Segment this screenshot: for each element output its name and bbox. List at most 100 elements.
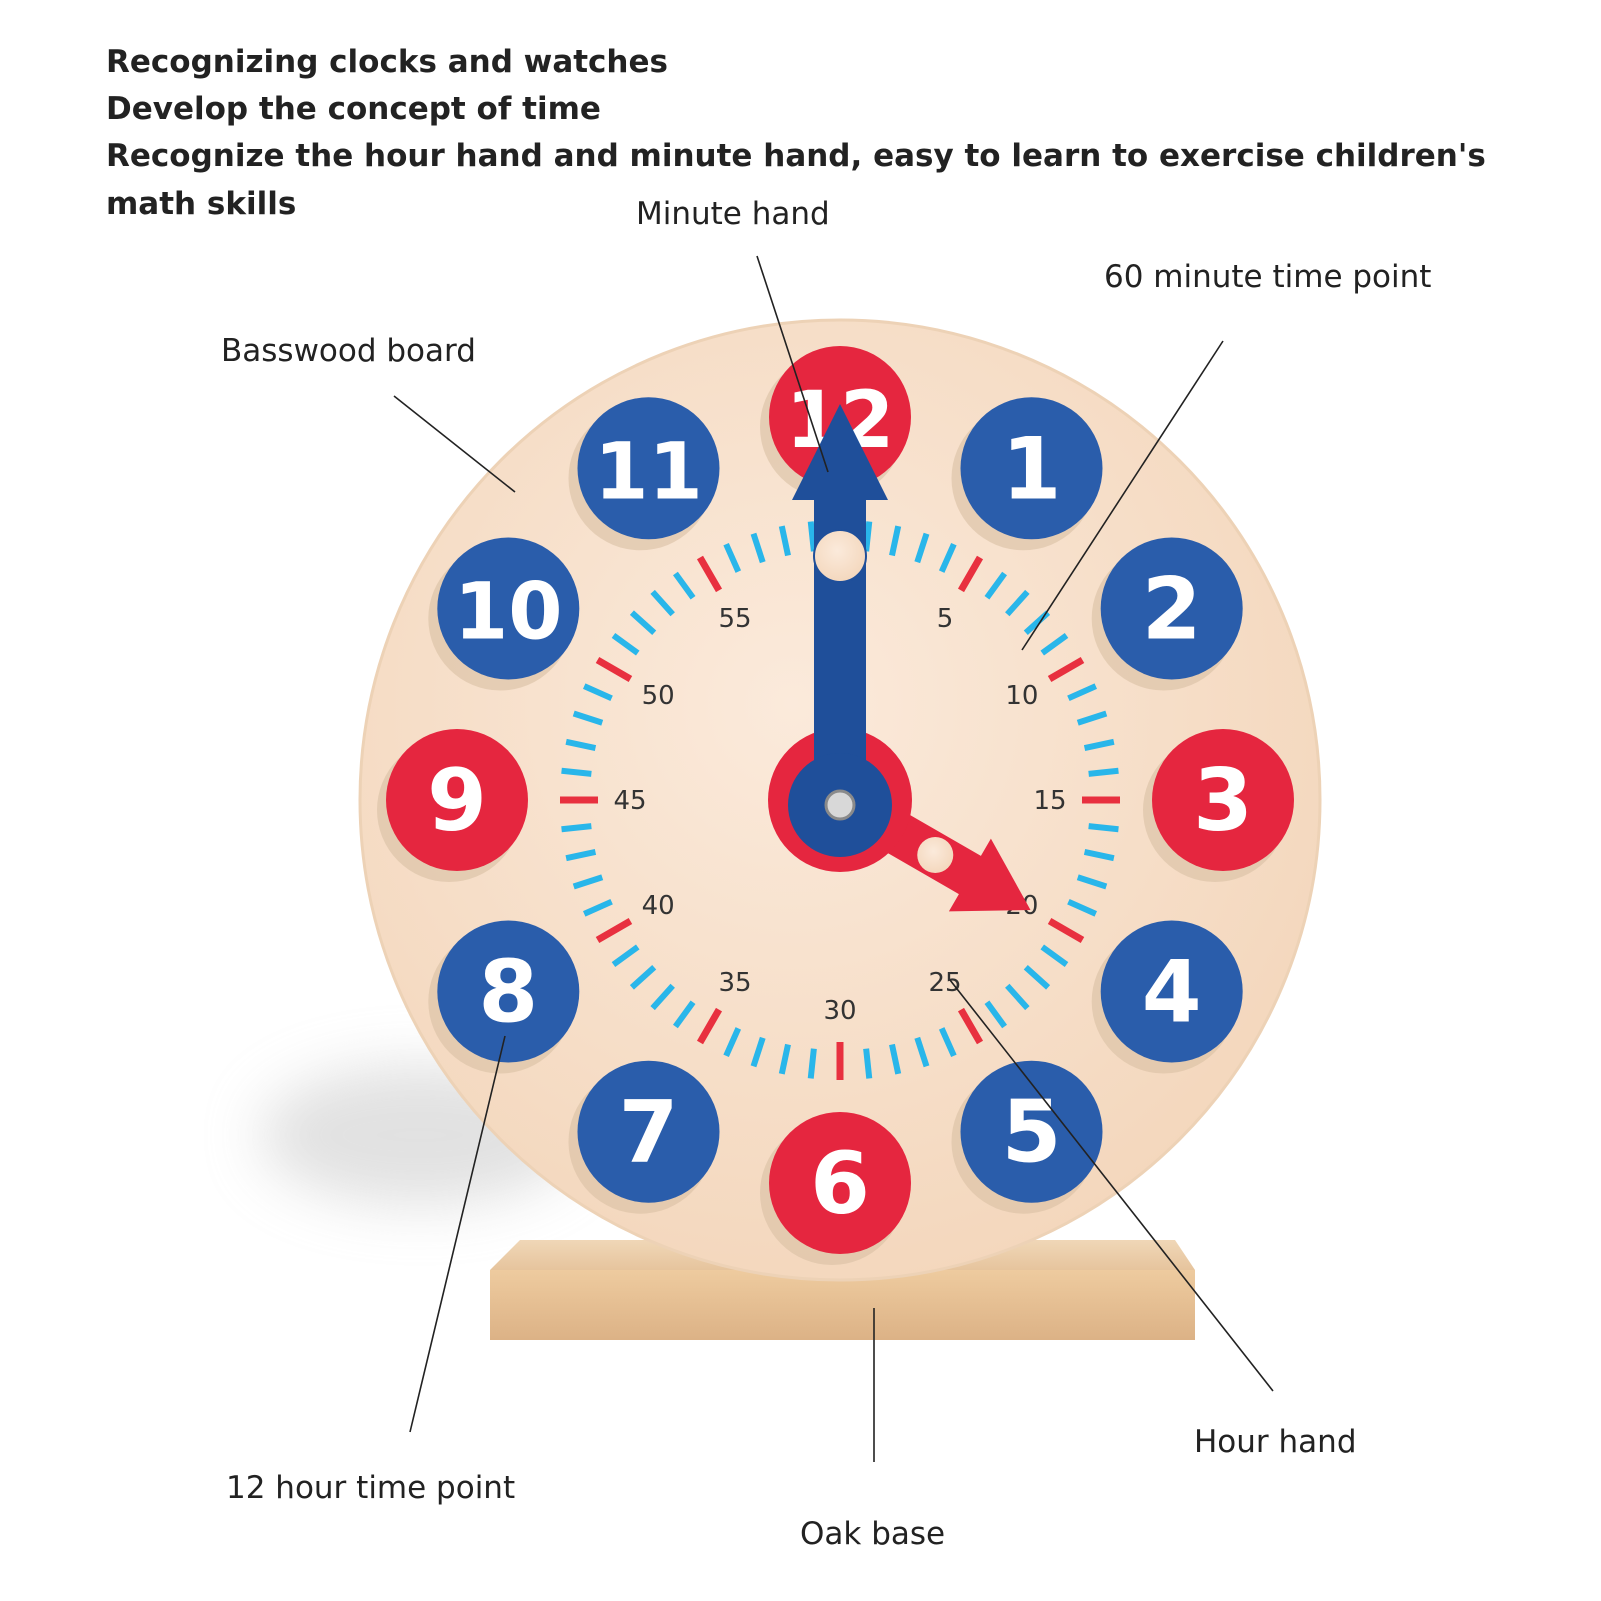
minute-tick [1076, 874, 1108, 890]
minute-tick [1088, 823, 1119, 833]
minute-tick [611, 632, 640, 656]
minute-tick [750, 1036, 766, 1068]
callout-twelve-hour-point: 12 hour time point [226, 1470, 516, 1506]
leader-lines [393, 255, 1274, 1462]
minute-tick [914, 1036, 930, 1068]
minute-tick [582, 683, 613, 702]
minute-label-45: 45 [613, 786, 646, 816]
minute-label-50: 50 [642, 681, 675, 711]
hour-number-2: 2 [1142, 560, 1202, 660]
minute-tick [1067, 683, 1098, 702]
leader-basswood-board [393, 395, 516, 493]
minute-tick [1083, 849, 1115, 862]
minute-tick [650, 589, 675, 617]
minute-tick [723, 542, 742, 573]
leader-sixty-minute-point [1021, 340, 1224, 651]
hour-disc-1[interactable]: 1 [951, 397, 1103, 551]
minute-tick-major [595, 917, 633, 944]
hour-disc-face [1100, 537, 1243, 680]
headline-line-1: Recognizing clocks and watches [106, 44, 668, 80]
hour-disc-2[interactable]: 2 [1091, 537, 1243, 691]
hour-disc-face [1152, 729, 1294, 871]
hour-disc-face [960, 1060, 1103, 1203]
minute-tick [1040, 944, 1069, 968]
minute-tick [984, 1000, 1008, 1029]
callout-hour-hand: Hour hand [1194, 1424, 1357, 1460]
hour-disc-face [386, 729, 528, 871]
callout-sixty-minute-point: 60 minute time point [1104, 259, 1432, 295]
minute-tick [778, 525, 791, 557]
callout-oak-base: Oak base [800, 1516, 946, 1552]
minute-tick [572, 874, 604, 890]
hour-number-3: 3 [1193, 751, 1253, 851]
minute-tick [582, 898, 613, 917]
minute-tick [889, 1043, 902, 1075]
hour-disc-face [577, 1060, 720, 1203]
minute-tick [723, 1027, 742, 1058]
minute-tick-major [1047, 917, 1085, 944]
minute-tick-major [696, 1007, 723, 1045]
minute-tick [889, 525, 902, 557]
minute-tick [629, 965, 657, 990]
minute-label-15: 15 [1033, 786, 1066, 816]
minute-tick [1005, 983, 1030, 1011]
hour-disc-face [437, 920, 580, 1063]
minute-tick [1076, 710, 1108, 726]
hour-disc-9[interactable]: 9 [377, 729, 528, 882]
hour-disc-face [437, 537, 580, 680]
hour-number-1: 1 [1002, 419, 1062, 519]
hour-number-7: 7 [619, 1083, 679, 1183]
hour-number-11: 11 [594, 427, 703, 517]
minute-tick [672, 571, 696, 600]
headline-line-3: Recognize the hour hand and minute hand,… [106, 138, 1486, 222]
hour-disc-11[interactable]: 11 [568, 397, 720, 551]
hour-disc-face [960, 397, 1103, 540]
minute-tick [561, 767, 592, 777]
hour-disc-5[interactable]: 5 [951, 1060, 1103, 1214]
minute-label-35: 35 [718, 968, 751, 998]
minute-tick [1005, 589, 1030, 617]
minute-tick [572, 710, 604, 726]
minute-tick-major [696, 555, 723, 593]
minute-label-5: 5 [937, 604, 954, 634]
minute-tick [863, 1048, 873, 1079]
hour-disc-4[interactable]: 4 [1091, 920, 1243, 1074]
hour-disc-face [1100, 920, 1243, 1063]
hour-number-5: 5 [1002, 1083, 1062, 1183]
hour-discs: 121234567891011 [377, 346, 1294, 1265]
hour-disc-8[interactable]: 8 [428, 920, 580, 1074]
minute-tick-major [957, 555, 984, 593]
minute-tick [565, 738, 597, 751]
hour-number-8: 8 [478, 943, 538, 1043]
minute-tick [672, 1000, 696, 1029]
minute-tick [561, 823, 592, 833]
hour-number-10: 10 [454, 568, 563, 658]
minute-tick [807, 1048, 817, 1079]
leader-hour-hand [949, 979, 1274, 1392]
hour-disc-face [769, 1112, 911, 1254]
callout-basswood-board: Basswood board [221, 333, 476, 369]
minute-tick [863, 521, 873, 552]
hour-number-9: 9 [427, 751, 487, 851]
minute-label-25: 25 [928, 968, 961, 998]
hour-disc-6[interactable]: 6 [760, 1112, 911, 1265]
center-rivet [824, 789, 856, 821]
minute-tick [1023, 965, 1051, 990]
minute-hand [792, 404, 888, 800]
minute-tick [984, 571, 1008, 600]
minute-tick [1040, 632, 1069, 656]
minute-ticks [560, 520, 1120, 1080]
minute-tick [629, 610, 657, 635]
hour-disc-10[interactable]: 10 [428, 537, 580, 691]
hour-disc-3[interactable]: 3 [1143, 729, 1294, 882]
minute-tick [1088, 767, 1119, 777]
minute-label-55: 55 [718, 604, 751, 634]
minute-tick [938, 1027, 957, 1058]
minute-tick [938, 542, 957, 573]
leader-twelve-hour-point [409, 1035, 506, 1433]
minute-tick [565, 849, 597, 862]
hour-disc-7[interactable]: 7 [568, 1060, 720, 1214]
callout-minute-hand: Minute hand [636, 196, 830, 232]
